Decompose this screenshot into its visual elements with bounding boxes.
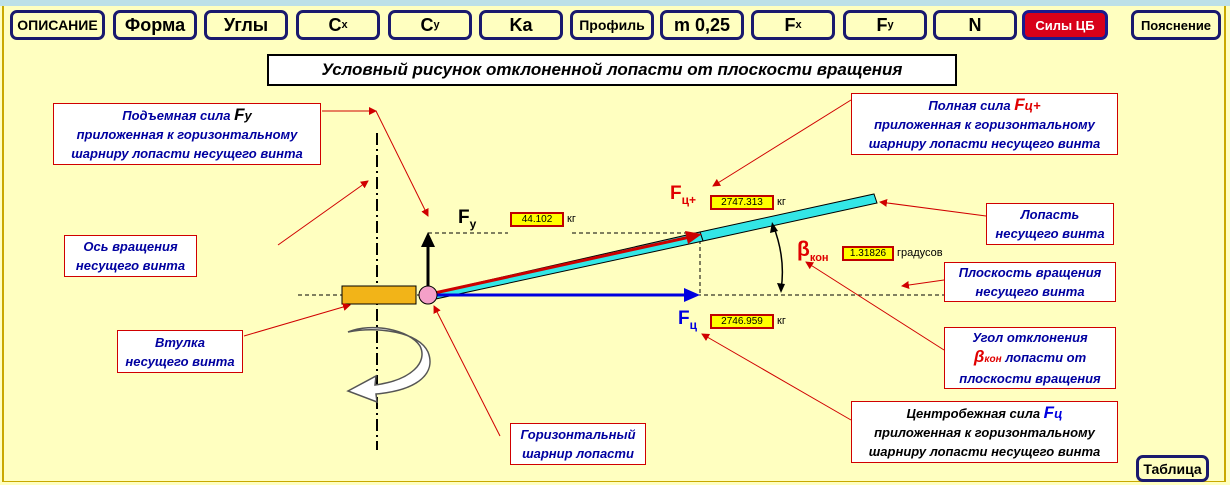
label-hub: Втулка несущего винта — [117, 330, 243, 373]
fy-subscript: y — [887, 19, 894, 31]
fx-label: F — [784, 14, 796, 35]
ugly-button[interactable]: Углы — [204, 10, 288, 40]
label-full-force: Полная сила Fц+ приложенная к горизонтал… — [851, 93, 1118, 155]
top-strip — [0, 0, 1230, 6]
label-hinge: Горизонтальный шарнир лопасти — [510, 423, 646, 465]
fc-symbol: Fц — [678, 308, 697, 332]
fc-unit: кг — [777, 315, 786, 327]
window-frame — [2, 6, 1226, 482]
fy-label: F — [876, 14, 888, 35]
beta-arc — [772, 224, 784, 291]
fcplus-arrow-line — [429, 235, 691, 296]
leader-plane — [901, 279, 945, 289]
fy-unit: кг — [567, 213, 576, 225]
fy-arrow-head — [421, 232, 435, 247]
leader-hinge — [433, 305, 501, 437]
cy-label: C — [420, 14, 434, 35]
leader-angle — [805, 261, 945, 351]
beta-arc-head-bottom — [777, 283, 785, 293]
poyasnenie-button[interactable]: Пояснение — [1131, 10, 1221, 40]
label-blade: Лопасть несущего винта — [986, 203, 1114, 245]
label-angle: Угол отклонения βкон лопасти от плоскост… — [944, 327, 1116, 389]
leader-full — [712, 99, 852, 187]
rotation-direction-icon — [346, 326, 431, 404]
hinge-circle — [418, 285, 438, 305]
n-button[interactable]: N — [933, 10, 1017, 40]
fy-symbol: Fy — [458, 207, 477, 231]
fcplus-unit: кг — [777, 196, 786, 208]
cx-subscript: x — [341, 19, 348, 31]
forma-button[interactable]: Форма — [113, 10, 197, 40]
label-rotation-axis: Ось вращения несущего винта — [64, 235, 197, 277]
ka-button[interactable]: Ka — [479, 10, 563, 40]
leader-axis — [277, 180, 369, 246]
label-rotation-plane: Плоскость вращения несущего винта — [944, 262, 1116, 302]
opisanie-button[interactable]: ОПИСАНИЕ — [10, 10, 105, 40]
leader-blade — [879, 198, 987, 217]
fx-subscript: x — [795, 19, 802, 31]
tablitsa-button[interactable]: Таблица — [1136, 455, 1209, 482]
fc-arrow-head — [684, 288, 700, 302]
m-button[interactable]: m 0,25 — [660, 10, 744, 40]
cy-subscript: y — [433, 19, 440, 31]
fcplus-value: 2747.313 — [710, 195, 774, 210]
cx-label: C — [328, 14, 342, 35]
label-lift-force: Подъемная сила Fу приложенная к горизонт… — [53, 103, 321, 165]
profil-button[interactable]: Профиль — [570, 10, 654, 40]
fcplus-arrow-head — [685, 231, 702, 244]
fcplus-symbol: Fц+ — [670, 183, 696, 207]
page-title: Условный рисунок отклоненной лопасти от … — [267, 54, 957, 86]
beta-unit: градусов — [897, 247, 943, 259]
beta-value: 1.31826 — [842, 246, 894, 261]
fy-value: 44.102 — [510, 212, 564, 227]
sily-cb-button[interactable]: Силы ЦБ — [1022, 10, 1108, 40]
hub-rect — [341, 285, 417, 305]
label-centrifugal-force: Центробежная сила Fц приложенная к гориз… — [851, 401, 1118, 463]
leader-cf — [701, 333, 852, 421]
leader-lift-b — [375, 110, 429, 217]
beta-arc-head-top — [770, 222, 778, 233]
fc-value: 2746.959 — [710, 314, 774, 329]
beta-symbol: βкон — [797, 238, 829, 265]
leader-hub — [243, 303, 351, 337]
